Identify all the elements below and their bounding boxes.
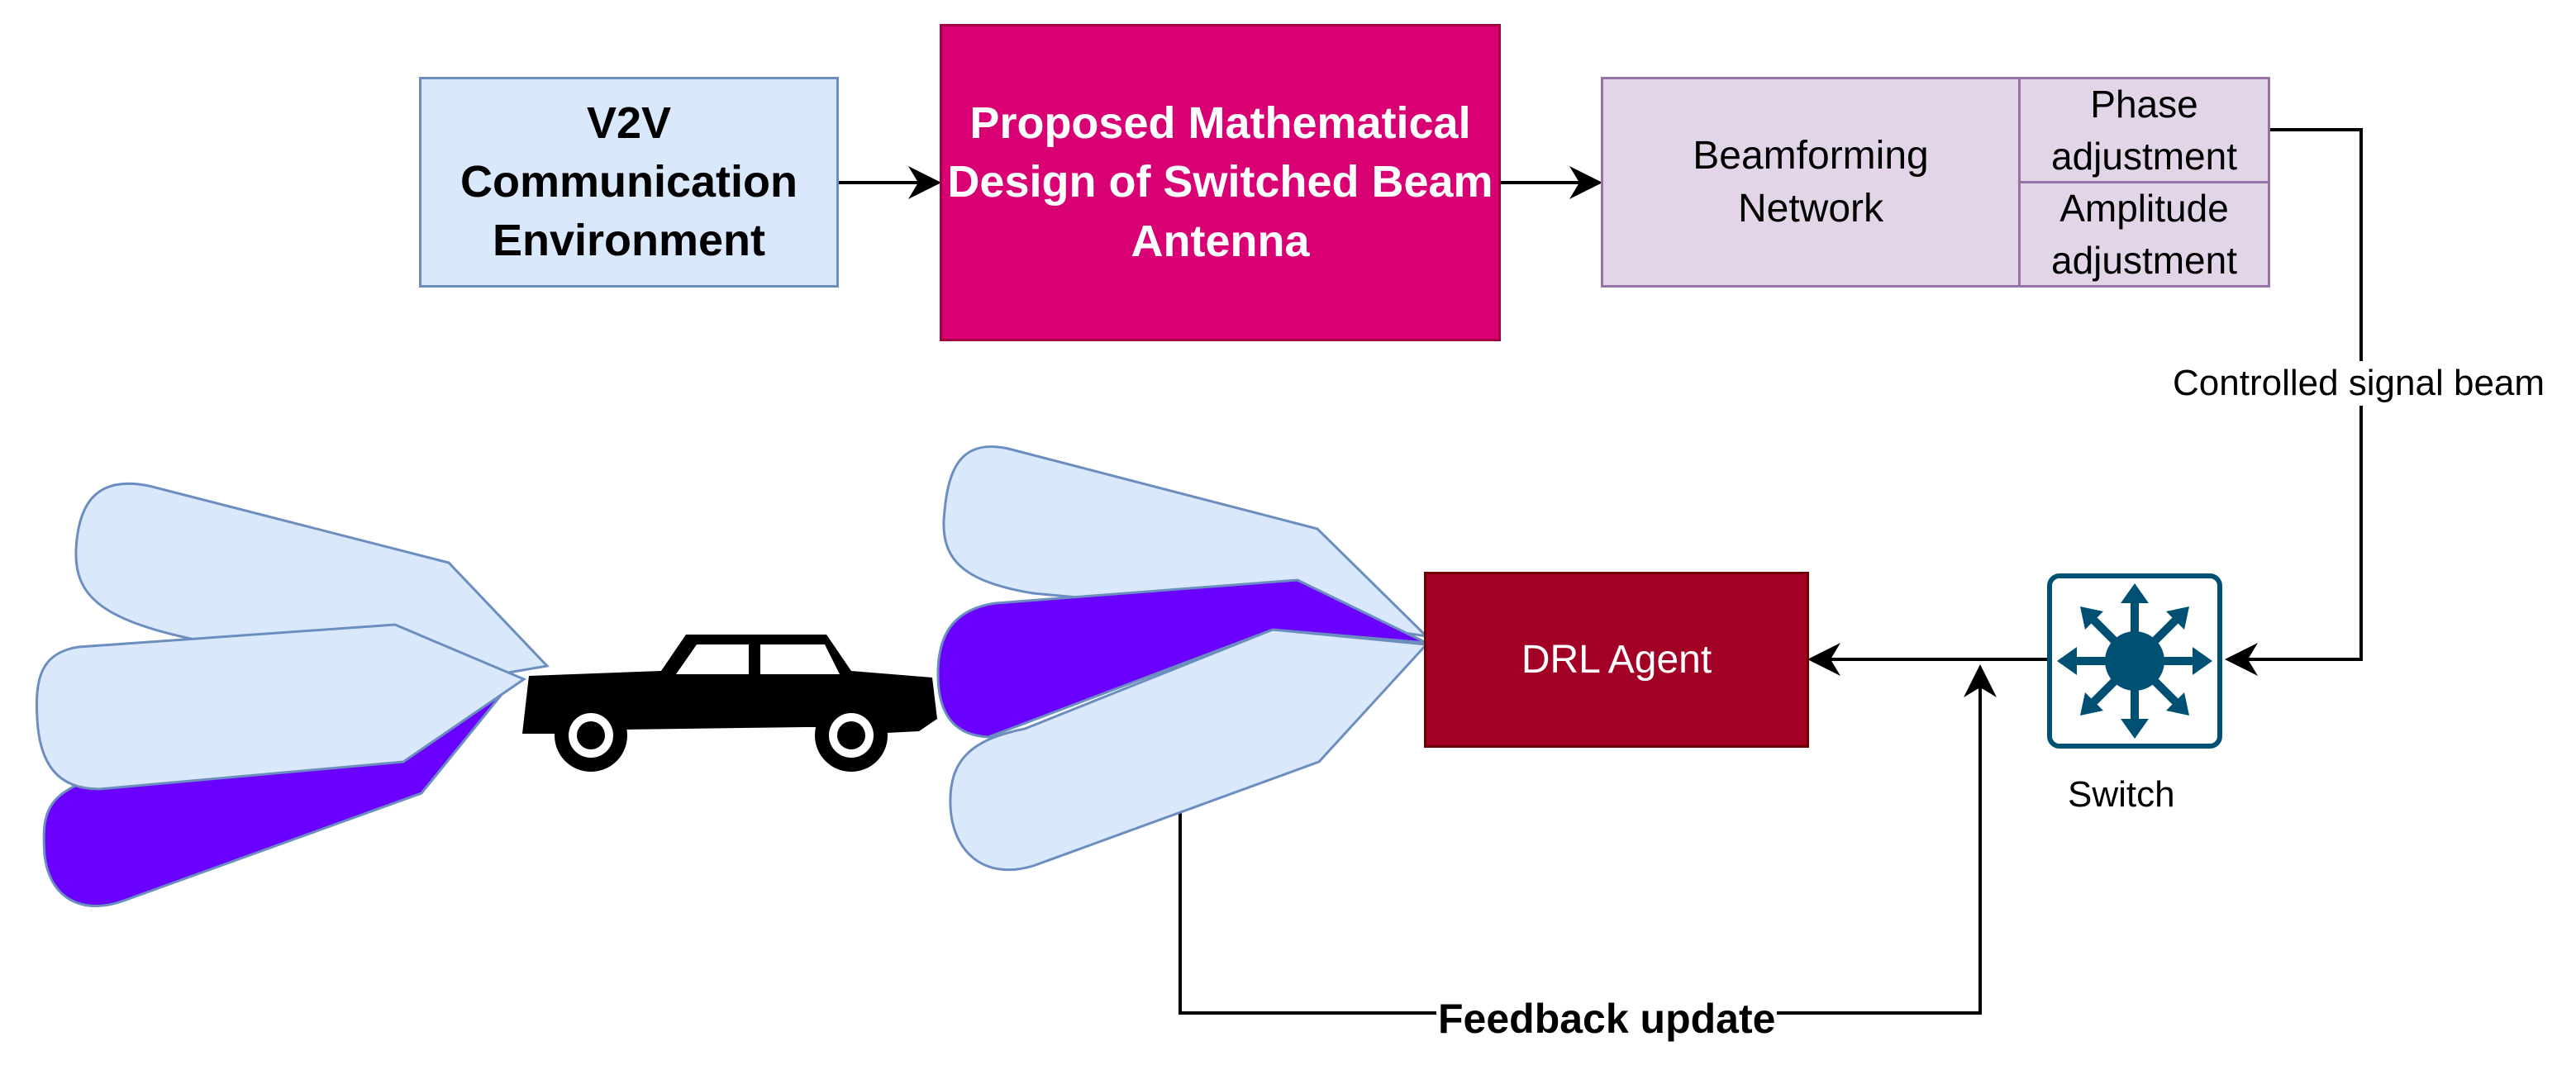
beamforming-network-label-wrap: Beamforming Network [1601,77,2021,288]
left-beam-lobe-middle [35,623,527,791]
right-beam-lobe-bottom [949,628,1430,872]
phase-adjustment-box: Phase adjustment [2018,77,2270,183]
switch-label: Switch [2068,774,2175,815]
right-beam-pattern [936,445,1431,872]
drl-agent-box: DRL Agent [1424,572,1809,748]
proposed-design-box: Proposed Mathematical Design of Switched… [940,24,1501,341]
right-beam-lobe-dark [936,578,1427,739]
drl-agent-label: DRL Agent [1521,638,1712,682]
amplitude-adjustment-box: Amplitude adjustment [2018,181,2270,288]
v2v-environment-box: V2V Communication Environment [419,77,839,288]
feedback-update-label: Feedback update [1436,994,1778,1044]
switch-icon[interactable] [2047,573,2222,749]
left-beam-lobe-top [74,482,550,678]
controlled-signal-beam-label: Controlled signal beam [2171,361,2547,406]
amplitude-adjustment-label: Amplitude adjustment [2050,186,2237,282]
proposed-design-label: Proposed Mathematical Design of Switched… [947,98,1493,266]
car-icon [522,635,937,772]
v2v-environment-label: V2V Communication Environment [459,97,798,266]
beamforming-network-label: Beamforming Network [1693,134,1929,231]
left-beam-pattern [35,482,550,907]
phase-adjustment-label: Phase adjustment [2050,82,2237,178]
